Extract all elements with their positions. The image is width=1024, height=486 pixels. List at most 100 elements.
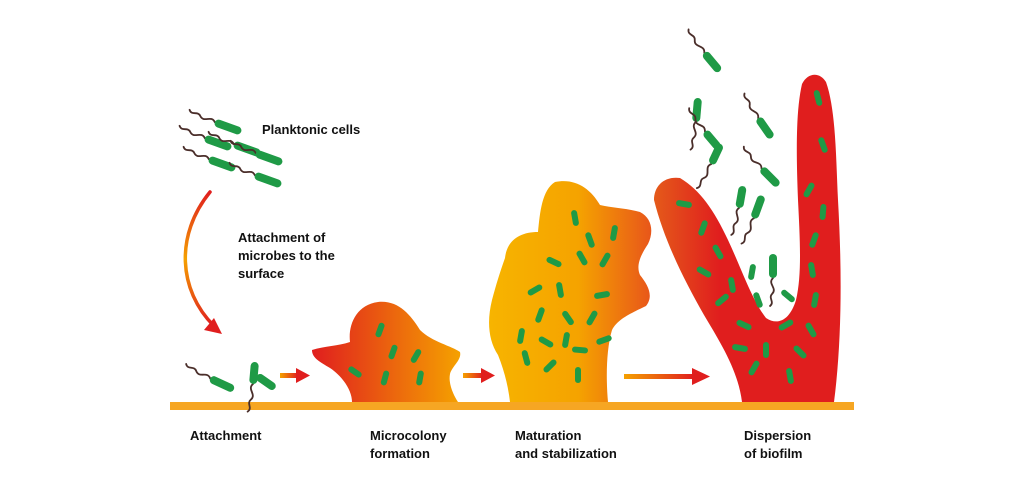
bacterium-body <box>585 232 595 248</box>
flagellum <box>185 363 212 380</box>
rod-bacterium-icon <box>256 373 276 391</box>
rod-bacterium-icon <box>778 319 794 331</box>
rod-bacterium-icon <box>594 291 610 299</box>
bacterium-body <box>728 277 736 293</box>
rod-bacterium-icon <box>521 350 531 366</box>
bacterium-body <box>715 293 729 307</box>
bacterium-body <box>732 344 748 352</box>
bacterium-body <box>249 362 259 384</box>
rod-bacterium-icon <box>575 367 581 383</box>
rod-bacterium-icon <box>698 220 708 236</box>
rod-bacterium-icon <box>586 310 598 326</box>
microcolony-blob <box>312 301 461 402</box>
rod-bacterium-icon <box>803 182 815 198</box>
bacterium-body <box>735 186 747 208</box>
flagellum <box>730 206 740 236</box>
rod-bacterium-icon <box>228 161 282 188</box>
rod-bacterium-icon <box>185 363 235 392</box>
rod-bacterium-icon <box>793 345 807 359</box>
rod-bacterium-icon <box>546 256 562 268</box>
rod-bacterium-icon <box>543 359 557 373</box>
maturation-blob <box>489 181 652 402</box>
rod-bacterium-icon <box>571 210 579 226</box>
flagellum <box>687 28 706 54</box>
bacterium-body <box>696 266 712 278</box>
rod-bacterium-icon <box>743 92 774 139</box>
bacterium-body <box>586 310 598 326</box>
label-attachment-of-microbes: Attachment of microbes to the surface <box>238 230 335 281</box>
bacterium-body <box>214 119 242 135</box>
rod-bacterium-icon <box>527 284 543 296</box>
rod-bacterium-icon <box>538 336 554 348</box>
rod-bacterium-icon <box>229 139 283 166</box>
rod-bacterium-icon <box>689 98 702 151</box>
rod-bacterium-icon <box>182 145 236 172</box>
bacterium-body <box>778 319 794 331</box>
bacterium-body <box>546 256 562 268</box>
label-stage-maturation: Maturation and stabilization <box>515 428 617 461</box>
dispersion-biofilm <box>654 74 841 402</box>
rod-bacterium-icon <box>748 264 756 280</box>
bacterium-body <box>811 292 819 308</box>
bacterium-body <box>209 376 235 392</box>
flagellum <box>246 383 254 413</box>
label-stage-microcolony: Microcolony formation <box>370 428 447 461</box>
rod-bacterium-icon <box>562 332 570 348</box>
rod-bacterium-icon <box>808 262 816 278</box>
bacterium-body <box>769 254 777 278</box>
bacterium-body <box>255 150 283 166</box>
rod-bacterium-icon <box>178 124 232 151</box>
bacterium-body <box>576 250 588 266</box>
rod-bacterium-icon <box>740 195 765 245</box>
bacterium-body <box>572 346 588 354</box>
bacterium-body <box>813 90 823 106</box>
rod-bacterium-icon <box>809 232 819 248</box>
bacterium-body <box>610 225 618 241</box>
bacterium-body <box>763 342 769 358</box>
bacterium-body <box>599 252 611 268</box>
bacterium-body <box>692 98 702 122</box>
rod-bacterium-icon <box>416 370 424 386</box>
rod-bacterium-icon <box>813 90 823 106</box>
rod-bacterium-icon <box>610 225 618 241</box>
arrow-3 <box>624 368 710 385</box>
flagellum <box>178 124 206 140</box>
bacterium-body <box>793 345 807 359</box>
bacterium-body <box>535 307 545 323</box>
rod-bacterium-icon <box>819 204 827 220</box>
attachment-curve-arrow <box>183 190 216 328</box>
rod-bacterium-icon <box>769 254 777 307</box>
bacterium-body <box>703 130 721 150</box>
bacterium-body <box>819 204 827 220</box>
attachment-curve-arrowhead <box>204 318 222 334</box>
bacterium-body <box>380 370 390 386</box>
bacterium-body <box>521 350 531 366</box>
rod-bacterium-icon <box>753 292 763 308</box>
rod-bacterium-icon <box>576 250 588 266</box>
bacterium-body <box>818 137 828 153</box>
rod-bacterium-icon <box>732 344 748 352</box>
rod-bacterium-icon <box>805 322 817 338</box>
label-stage-attachment: Attachment <box>190 428 262 443</box>
bacterium-body <box>698 220 708 236</box>
bacterium-body <box>736 319 752 331</box>
bacterium-body <box>416 370 424 386</box>
rod-bacterium-icon <box>818 137 828 153</box>
rod-bacterium-icon <box>786 368 794 384</box>
bacterium-body <box>208 156 236 172</box>
rod-bacterium-icon <box>688 107 721 150</box>
rod-bacterium-icon <box>517 328 525 344</box>
rod-bacterium-icon <box>585 232 595 248</box>
rod-bacterium-icon <box>748 360 760 376</box>
bacterium-body <box>756 117 774 139</box>
bacterium-body <box>543 359 557 373</box>
bacterium-body <box>571 210 579 226</box>
bacteria-layer <box>178 28 828 413</box>
rod-bacterium-icon <box>715 293 729 307</box>
surface-line <box>170 402 854 410</box>
bacterium-body <box>712 244 724 260</box>
rod-bacterium-icon <box>676 200 692 208</box>
bacterium-body <box>562 310 574 326</box>
bacterium-body <box>594 291 610 299</box>
